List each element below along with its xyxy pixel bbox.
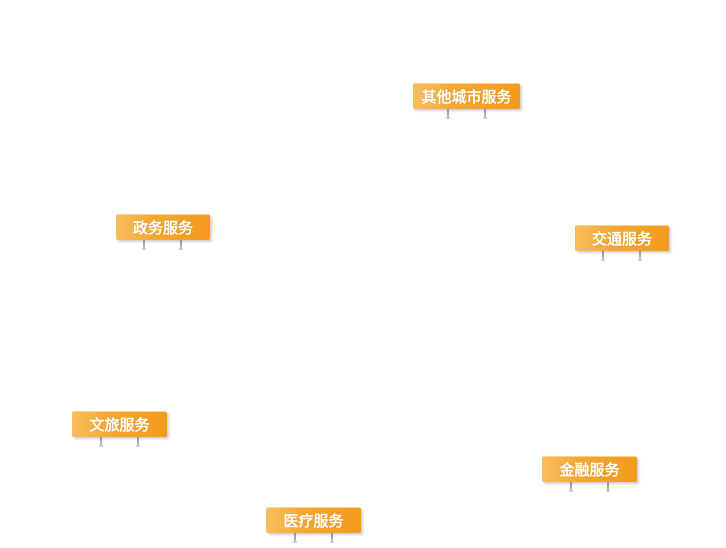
tag-label: 文旅服务: [89, 416, 150, 434]
tag-box: 交通服务: [575, 225, 669, 251]
pin-icon: [446, 109, 450, 119]
tag-other-city-services[interactable]: 其他城市服务: [413, 83, 520, 119]
pin-icon: [142, 240, 146, 250]
tag-box: 金融服务: [542, 456, 637, 482]
tag-label: 金融服务: [559, 461, 620, 479]
pin-icon: [483, 109, 487, 119]
tag-culture-tourism-services[interactable]: 文旅服务: [72, 411, 167, 447]
pin-icon: [179, 240, 183, 250]
tag-box: 其他城市服务: [413, 83, 520, 109]
pin-icon: [330, 533, 334, 543]
pin-icon: [638, 251, 642, 261]
pin-icon: [606, 482, 610, 492]
tag-finance-services[interactable]: 金融服务: [542, 456, 637, 492]
pin-icon: [99, 437, 103, 447]
pin-icon: [601, 251, 605, 261]
tag-label: 政务服务: [132, 219, 193, 237]
tag-label: 交通服务: [591, 230, 652, 248]
tag-label: 其他城市服务: [421, 88, 512, 106]
tag-label: 医疗服务: [283, 512, 344, 530]
pin-icon: [293, 533, 297, 543]
tag-box: 文旅服务: [72, 411, 167, 437]
tag-box: 医疗服务: [266, 507, 361, 533]
tag-government-services[interactable]: 政务服务: [116, 214, 210, 250]
pin-icon: [569, 482, 573, 492]
tag-medical-services[interactable]: 医疗服务: [266, 507, 361, 543]
pin-icon: [136, 437, 140, 447]
tag-box: 政务服务: [116, 214, 210, 240]
tag-transport-services[interactable]: 交通服务: [575, 225, 669, 261]
